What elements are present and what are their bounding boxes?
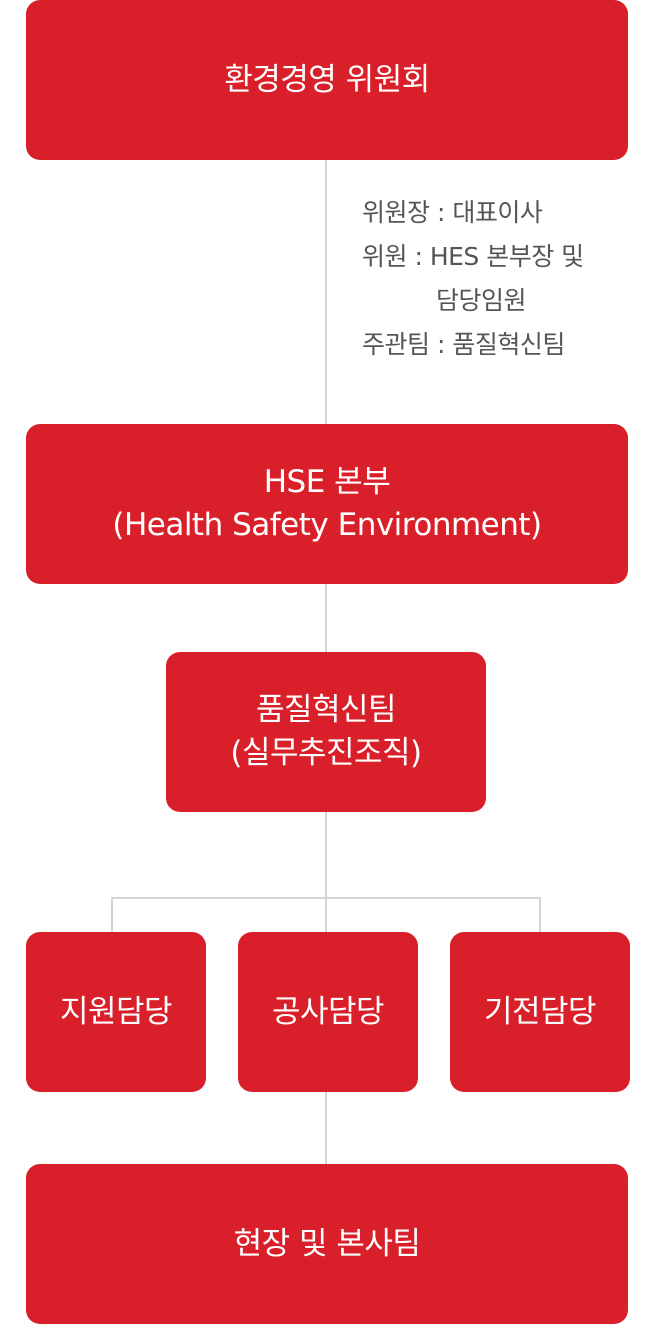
hse-box: HSE 본부 (Health Safety Environment) — [26, 424, 628, 584]
note-secretariat: 주관팀 : 품질혁신팀 — [362, 330, 565, 359]
branch-mep-box: 기전담당 — [450, 932, 630, 1092]
connector-branch-right — [539, 897, 541, 934]
branch-construction-box: 공사담당 — [238, 932, 418, 1092]
quality-team-title: 품질혁신팀 — [255, 692, 397, 729]
branch-mep-label: 기전담당 — [483, 993, 597, 1030]
connector-hse-to-quality — [325, 582, 327, 654]
connector-branch-left — [111, 897, 113, 934]
quality-team-subtitle: (실무추진조직) — [230, 735, 422, 771]
connector-quality-to-branches — [325, 810, 327, 934]
committee-title: 환경경영 위원회 — [224, 61, 430, 98]
connector-branch-horizontal — [111, 897, 541, 899]
connector-main-upper — [325, 158, 327, 426]
quality-team-box: 품질혁신팀 (실무추진조직) — [166, 652, 486, 812]
note-members-cont: 담당임원 — [436, 286, 527, 315]
field-title: 현장 및 본사팀 — [233, 1225, 421, 1262]
branch-construction-label: 공사담당 — [271, 993, 385, 1030]
committee-box: 환경경영 위원회 — [26, 0, 628, 160]
branch-support-box: 지원담당 — [26, 932, 206, 1092]
hse-subtitle: (Health Safety Environment) — [112, 507, 542, 543]
note-chair: 위원장 : 대표이사 — [362, 198, 543, 227]
committee-notes: 위원장 : 대표이사 위원 : HES 본부장 및 담당임원 주관팀 : 품질혁… — [362, 191, 584, 367]
connector-branches-to-field — [325, 1090, 327, 1166]
field-box: 현장 및 본사팀 — [26, 1164, 628, 1324]
branch-support-label: 지원담당 — [59, 993, 173, 1030]
hse-title: HSE 본부 — [263, 464, 391, 501]
note-members: 위원 : HES 본부장 및 — [362, 242, 584, 271]
